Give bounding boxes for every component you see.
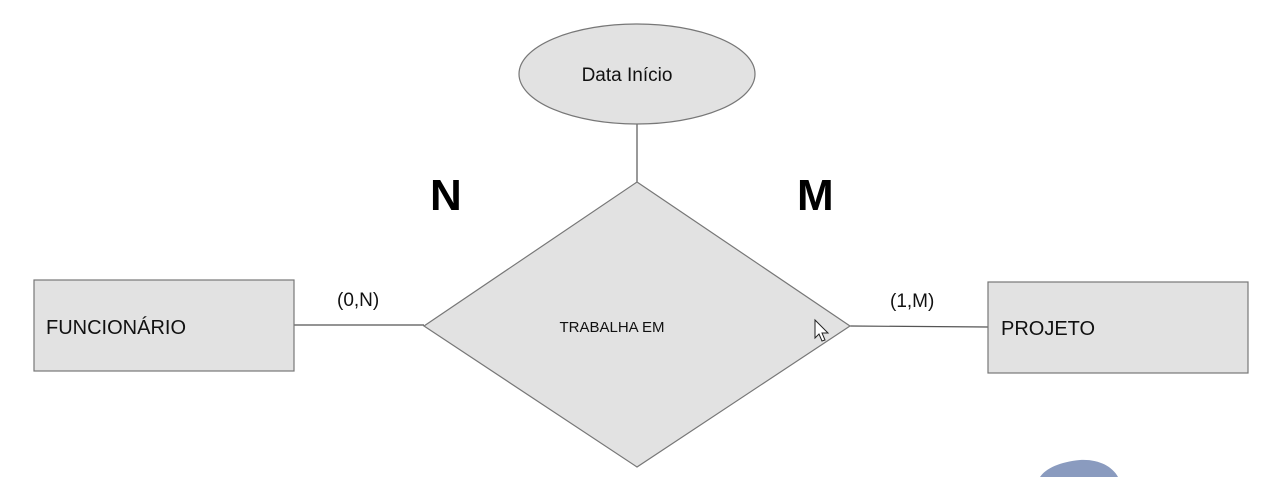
attribute-ellipse	[518, 23, 756, 125]
mouse-cursor-icon	[814, 318, 830, 342]
right-connector	[849, 325, 989, 328]
entity-funcionario-box	[33, 279, 295, 372]
presenter-avatar	[1040, 459, 1118, 477]
entity-projeto-label: PROJETO	[1001, 318, 1095, 340]
attribute-data-inicio[interactable]: Data Início	[518, 23, 756, 125]
cardinality-left: (0,N)	[337, 290, 379, 311]
relationship-diamond	[422, 181, 852, 468]
cardinality-right: (1,M)	[890, 291, 934, 312]
cardinality-n-label: N	[430, 171, 462, 220]
entity-projeto-box	[987, 281, 1249, 374]
entity-funcionario[interactable]: FUNCIONÁRIO	[33, 279, 295, 372]
entity-funcionario-label: FUNCIONÁRIO	[46, 316, 186, 339]
relationship-trabalha-em[interactable]: TRABALHA EM	[422, 181, 852, 468]
attribute-label: Data Início	[582, 65, 673, 86]
entity-projeto[interactable]: PROJETO	[987, 281, 1249, 374]
cardinality-m-label: M	[797, 171, 834, 220]
relationship-label: TRABALHA EM	[559, 319, 664, 336]
